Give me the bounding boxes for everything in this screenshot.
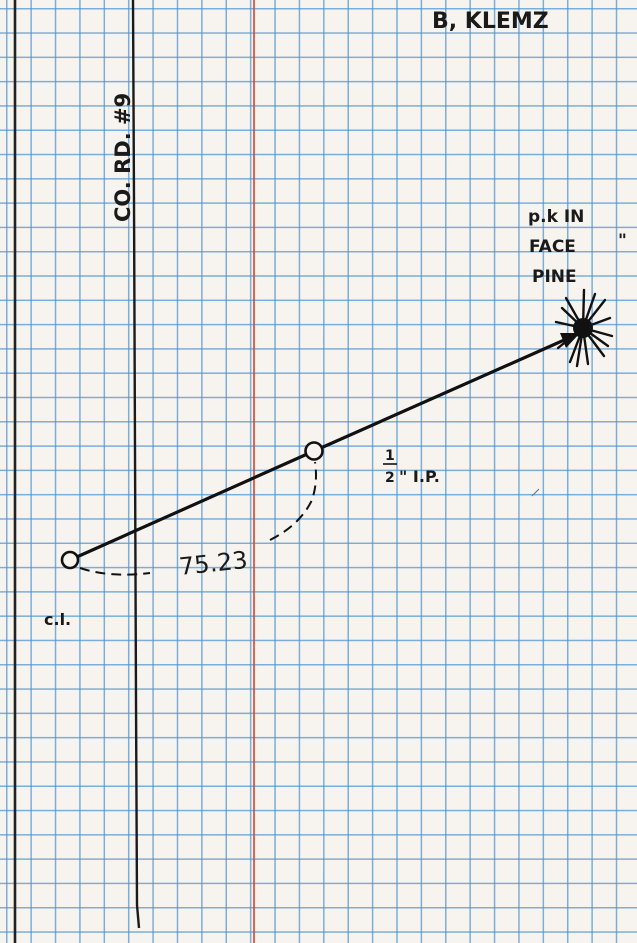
survey-line-1 bbox=[69, 449, 315, 562]
start-point-marker bbox=[60, 550, 80, 570]
iron-pipe-fraction-numerator: 1 bbox=[385, 448, 395, 464]
pine-label-line2: FACE bbox=[529, 237, 576, 257]
iron-pipe-label: " I.P. bbox=[399, 467, 440, 486]
author-label: B, KLEMZ bbox=[432, 9, 549, 34]
iron-pipe-fraction-denominator: 2 bbox=[385, 470, 395, 486]
survey-line-2 bbox=[313, 331, 581, 453]
stray-mark bbox=[531, 488, 540, 497]
measurement-arc bbox=[79, 461, 317, 576]
pine-label-mark: " bbox=[618, 231, 627, 251]
distance-label: 75.23 bbox=[178, 546, 249, 581]
pine-label-line3: PINE bbox=[532, 267, 577, 287]
pine-tree-symbol bbox=[554, 288, 614, 368]
iron-pipe-marker bbox=[304, 441, 324, 461]
start-point-label: c.l. bbox=[44, 610, 71, 629]
pine-label-line1: p.k IN bbox=[528, 207, 584, 227]
road-label: CO. RD. #9 bbox=[111, 93, 135, 222]
arrow-head bbox=[560, 333, 580, 348]
